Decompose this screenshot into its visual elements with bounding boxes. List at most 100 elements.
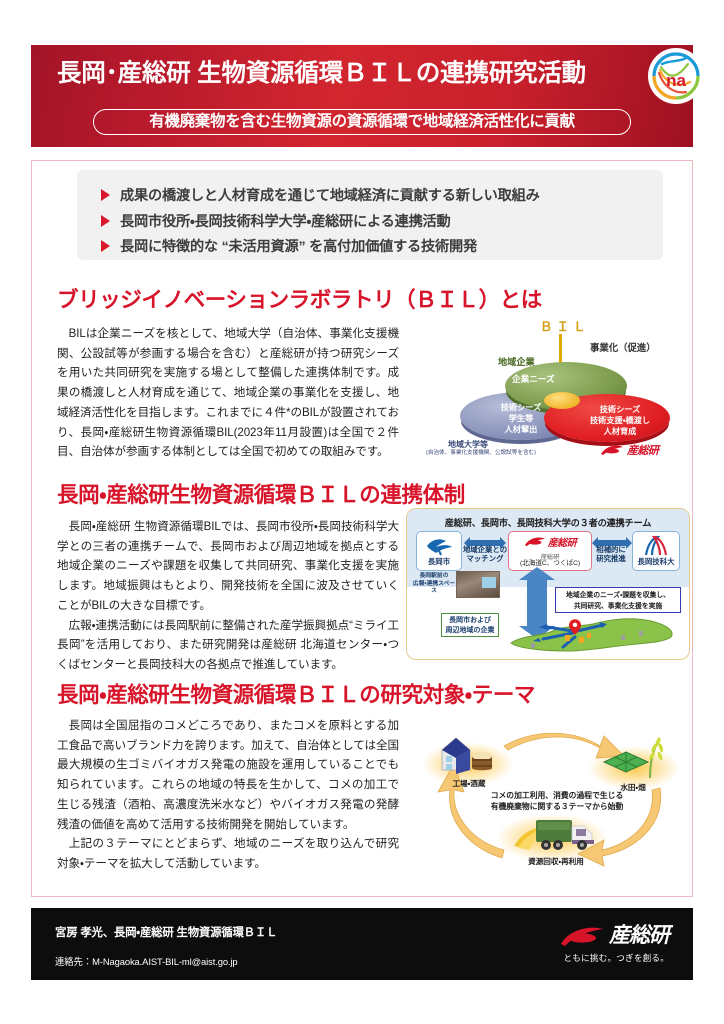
needs-collection-box: 地域企業のニーズ・課題を収集し、 共同研究、事業化支援を実施 xyxy=(555,587,681,613)
triangle-bullet-icon xyxy=(101,215,110,227)
section-heading-bil-overview: ブリッジイノベーションラボラトリ（ＢＩＬ）とは xyxy=(57,288,542,312)
venn-blue-line: 学生等 xyxy=(508,414,534,423)
factory-brewery-icon xyxy=(441,737,492,774)
connection-right-line: 研究推進 xyxy=(596,554,626,563)
node-city-label: 長岡市 xyxy=(427,557,451,566)
local-enterprise-box: 長岡市および 周辺地域の企業 xyxy=(441,613,499,637)
node-aist-centers: (北海道C、つくばC) xyxy=(519,560,581,567)
svg-text:na: na xyxy=(666,71,686,90)
connection-label-right: 相補的に 研究推進 xyxy=(589,545,633,563)
venn-red-line: 技術シーズ xyxy=(599,405,641,414)
venn-red-line: 技術支援・橋渡し xyxy=(589,416,651,425)
map-shape-icon xyxy=(510,618,673,652)
jigyouka-label: 事業化（促進） xyxy=(590,342,656,353)
enterprise-line: 周辺地域の企業 xyxy=(445,627,495,634)
paragraph: 広報・連携活動には長岡駅前に整備された産学振興拠点“ミライ工長岡”を活用しており… xyxy=(57,618,399,671)
highlight-item: 成果の橋渡しと人材育成を通じて地域経済に貢献する新しい取組み xyxy=(101,184,540,206)
aist-swoosh-icon xyxy=(524,537,545,547)
aist-wordmark: 産総研 xyxy=(609,924,670,947)
highlight-label: 成果の橋渡しと人材育成を通じて地域経済に貢献する新しい取組み xyxy=(120,188,540,204)
nagaoka-city-emblem-icon xyxy=(427,539,452,556)
footer-bar: 宮房 孝光、長岡・産総研 生物資源循環ＢＩＬ 連絡先：M-Nagaoka.AIS… xyxy=(31,908,693,980)
venn-blue-subcaption: (自治体、事業化支援機関、公設試等を含む) xyxy=(426,450,537,456)
photo-caption: 長岡駅前の 広報・連携スペース xyxy=(411,573,457,596)
node-univ-label: 長岡技科大 xyxy=(637,557,675,566)
aist-swoosh-icon xyxy=(561,927,603,946)
footer-aist-logo: 産総研 ともに挑む。つぎを創る。 xyxy=(559,924,670,964)
triangle-bullet-icon xyxy=(101,189,110,201)
photo-caption-line: 広報・連携スペース xyxy=(412,580,456,595)
arrow-aist-univ-icon xyxy=(592,537,632,549)
aist-logo-figure1: 産総研 xyxy=(600,442,659,458)
arrow-city-aist-icon xyxy=(464,537,506,549)
garbage-truck-icon xyxy=(514,820,594,850)
node-aist-name: 産総研 xyxy=(540,554,560,561)
section-body-research-themes: 長岡は全国屈指のコメどころであり、またコメを原料とする加工食品で高いブランド力を… xyxy=(57,716,399,874)
venn-red-text: 技術シーズ 技術支援・橋渡し 人材育成 xyxy=(572,404,668,437)
paragraph: 上記の３テーマにとどまらず、地域のニーズを取り込んで研究対象・テーマを拡大して活… xyxy=(57,837,399,870)
header-subtitle-pill: 有機廃棄物を含む生物資源の資源循環で地域経済活性化に貢献 xyxy=(93,109,631,135)
footer-author: 宮房 孝光、長岡・産総研 生物資源循環ＢＩＬ xyxy=(55,927,278,939)
paragraph: BILは企業ニーズを核として、地域大学（自治体、事業化支援機関、公設試等が参画す… xyxy=(57,327,399,459)
footer-contact[interactable]: 連絡先：M-Nagaoka.AIST-BIL-ml@aist.go.jp xyxy=(55,956,238,967)
connection-label-left: 地域企業との マッチング xyxy=(462,545,508,563)
space-photo xyxy=(456,571,500,598)
venn-green-inner-label: 企業ニーズ xyxy=(512,374,555,384)
cycle-center-line: 有機廃棄物に関する３テーマから始動 xyxy=(490,802,624,811)
cycle-caption-factory: 工場・酒蔵 xyxy=(452,779,486,788)
highlight-label: 長岡に特徴的な “未活用資源” を高付加価値する技術開発 xyxy=(120,239,477,255)
aist-swoosh-icon xyxy=(601,445,623,455)
venn-red-line: 人材育成 xyxy=(603,427,637,436)
connection-right-line: 相補的に xyxy=(596,545,626,554)
section-heading-collaboration: 長岡・産総研生物資源循環ＢＩＬの連携体制 xyxy=(57,483,465,507)
figure-collaboration-scheme: 産総研、長岡市、長岡技科大学の３者の連携チーム 長岡市 産総研 産総研 (北海道… xyxy=(406,508,690,660)
node-nagaoka-university: 長岡技科大 xyxy=(632,531,680,571)
map-pin-icon xyxy=(569,619,581,635)
aist-wordmark: 産総研 xyxy=(547,538,577,549)
page-title: 長岡･産総研 生物資源循環ＢＩＬの連携研究活動 xyxy=(57,60,586,87)
cycle-center-line: コメの加工利用、消費の過程で生じる xyxy=(490,791,624,800)
connection-left-line: マッチング xyxy=(466,554,504,563)
node-nagaoka-city: 長岡市 xyxy=(416,531,462,571)
header-subtitle: 有機廃棄物を含む生物資源の資源循環で地域経済活性化に貢献 xyxy=(149,113,575,130)
venn-blue-line: 人材輩出 xyxy=(504,425,538,434)
header-banner: 長岡･産総研 生物資源循環ＢＩＬの連携研究活動 有機廃棄物を含む生物資源の資源循… xyxy=(31,45,693,147)
vertical-double-arrow-icon xyxy=(519,567,555,639)
cycle-caption-recycle: 資源回収・再利用 xyxy=(528,857,584,866)
photo-screen-detail xyxy=(482,577,496,588)
enterprise-line: 長岡市および xyxy=(449,617,491,624)
paragraph: 長岡は全国屈指のコメどころであり、またコメを原料とする加工食品で高いブランド力を… xyxy=(57,719,399,831)
needs-line: 共同研究、事業化支援を実施 xyxy=(573,603,663,610)
section-body-bil-overview: BILは企業ニーズを核として、地域大学（自治体、事業化支援機関、公設試等が参画す… xyxy=(57,324,399,462)
triangle-bullet-icon xyxy=(101,240,110,252)
aist-wordmark: 産総研 xyxy=(627,445,659,457)
rice-paddy-field-icon xyxy=(602,737,664,779)
univ-emblem-icon xyxy=(644,535,668,556)
bil-stem-line xyxy=(559,334,562,388)
node-aist: 産総研 産総研 (北海道C、つくばC) xyxy=(508,531,592,571)
section-heading-research-themes: 長岡・産総研生物資源循環ＢＩＬの研究対象・テーマ xyxy=(57,683,536,707)
venn-blue-text: 技術シーズ 学生等 人材輩出 xyxy=(477,402,565,435)
venn-green-label: 地域企業 xyxy=(498,357,535,367)
venn-core-ellipse xyxy=(544,392,580,409)
na-circle-logo-icon: na xyxy=(648,48,704,104)
highlights-box: 成果の橋渡しと人材育成を通じて地域経済に貢献する新しい取組み 長岡市役所・長岡技… xyxy=(77,170,663,260)
figure-collab-title: 産総研、長岡市、長岡技科大学の３者の連携チーム xyxy=(444,518,652,528)
section-body-collaboration: 長岡・産総研 生物資源循環BILでは、長岡市役所・長岡技術科学大学との三者の連携… xyxy=(57,517,399,675)
niigata-map xyxy=(503,613,679,657)
venn-blue-caption: 地域大学等 xyxy=(448,440,488,449)
highlight-item: 長岡に特徴的な “未活用資源” を高付加価値する技術開発 xyxy=(101,235,477,257)
figure-resource-cycle: 工場・酒蔵 水田・畑 資源回収・再利用 コメの加工利用、消費の過程で生じる 有機… xyxy=(424,714,686,884)
photo-caption-line: 長岡駅前の xyxy=(419,573,449,579)
connection-left-line: 地域企業との xyxy=(462,545,508,554)
cycle-center-note: コメの加工利用、消費の過程で生じる 有機廃棄物に関する３テーマから始動 xyxy=(464,790,650,812)
footer-tagline: ともに挑む。つぎを創る。 xyxy=(563,953,669,963)
figure-bil-venn: ＢＩＬ 事業化（促進） 地域企業 企業ニーズ 技術シーズ 学生等 人材輩出 技術… xyxy=(426,314,690,460)
needs-line: 地域企業のニーズ・課題を収集し、 xyxy=(566,592,670,599)
figure-bil-title: ＢＩＬ xyxy=(540,320,590,334)
highlight-label: 長岡市役所・長岡技術科学大学・産総研による連携活動 xyxy=(120,214,451,230)
cycle-caption-field: 水田・畑 xyxy=(620,783,646,792)
venn-blue-line: 技術シーズ xyxy=(500,403,542,412)
paragraph: 長岡・産総研 生物資源循環BILでは、長岡市役所・長岡技術科学大学との三者の連携… xyxy=(57,520,399,612)
